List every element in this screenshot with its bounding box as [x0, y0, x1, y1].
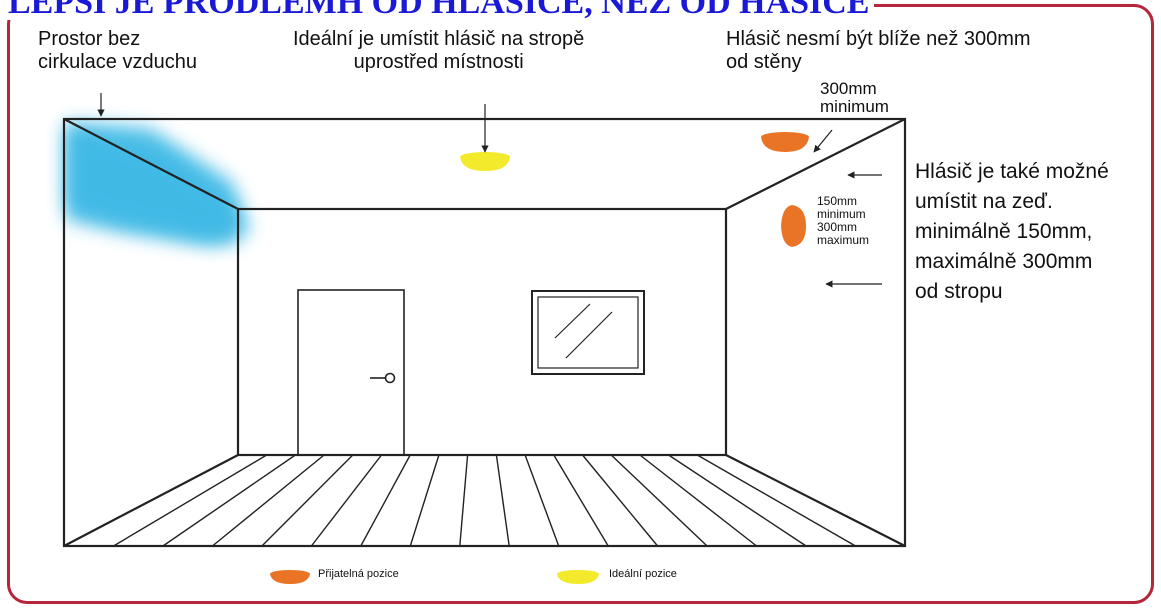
floor-board-line — [113, 454, 268, 547]
detector-wall-acceptable-icon — [781, 205, 806, 247]
floor-board-line — [639, 454, 758, 547]
label-wall-range: 150mm minimum 300mm maximum — [817, 194, 870, 247]
floor-board-line — [696, 454, 856, 547]
label-no-air-circulation: Prostor bez cirkulace vzduchu — [38, 28, 197, 73]
legend-ideal-icon — [557, 570, 599, 584]
arrow-wall-distance — [813, 129, 833, 153]
floor-board-line — [668, 454, 807, 547]
ceiling-edge-right — [725, 118, 906, 210]
label-wall-mount-note: Hlásič je také možné umístit na zeď. min… — [915, 160, 1109, 303]
floor-board-line — [261, 454, 354, 547]
floor-edge-left — [63, 454, 239, 547]
floor-board-line — [360, 454, 411, 547]
floor-board-line — [524, 454, 560, 547]
floor-board-line — [310, 454, 383, 547]
page-title: LEPŠÍ JE PRODLEMH OD HLASIČE, NEŽ OD HAS… — [4, 0, 874, 20]
floor-board-line — [409, 454, 440, 547]
legend-acceptable-label: Přijatelná pozice — [318, 568, 399, 580]
floor-board-line — [211, 454, 325, 547]
annotation-arrows — [97, 93, 882, 288]
floor-boards — [113, 454, 856, 547]
detector-ceiling-ideal-icon — [460, 152, 510, 171]
room-outline — [62, 117, 907, 548]
label-wall-distance: Hlásič nesmí být blíže než 300mm od stěn… — [726, 28, 1031, 73]
floor-board-line — [553, 454, 609, 547]
back-wall — [236, 207, 728, 457]
floor-board-line — [162, 454, 296, 547]
ceiling-edge-left — [63, 118, 239, 210]
floor-board-line — [495, 454, 510, 547]
door — [297, 289, 405, 456]
floor-board-line — [459, 454, 469, 547]
floor-board-line — [581, 454, 659, 547]
door-handle-icon — [384, 372, 396, 384]
window — [531, 290, 645, 375]
dead-air-zone — [66, 122, 250, 246]
detector-ceiling-acceptable-icon — [761, 132, 809, 152]
legend-ideal-label: Ideální pozice — [609, 568, 677, 580]
floor-board-line — [610, 454, 708, 547]
room-frame — [62, 117, 907, 548]
label-ideal-ceiling: Ideální je umístit hlásič na stropě upro… — [293, 28, 585, 73]
legend-acceptable-icon — [270, 570, 310, 584]
floor-edge-right — [725, 454, 906, 547]
label-corner-minimum: 300mm minimum — [820, 79, 889, 116]
